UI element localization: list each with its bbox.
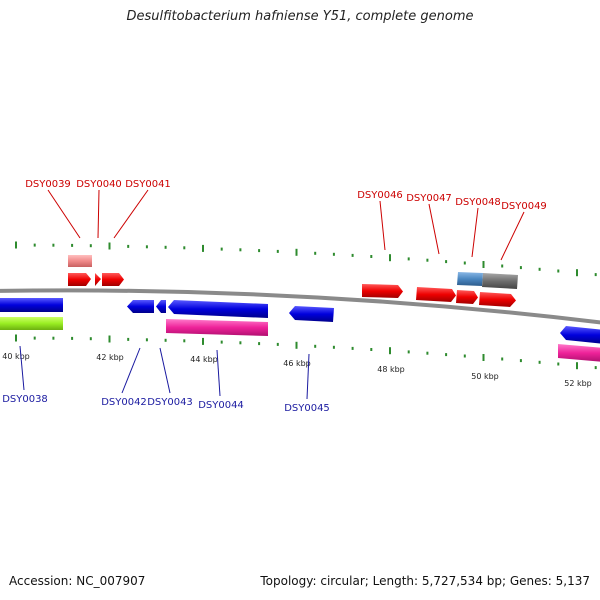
axis-label-46kbp: 46 kbp bbox=[283, 359, 311, 368]
genome-backbone bbox=[0, 288, 600, 325]
outer-tick-row bbox=[15, 241, 597, 277]
gene-label-dsy0045[interactable]: DSY0045 bbox=[284, 403, 330, 414]
reverse-strand-genes bbox=[0, 298, 600, 362]
gene-feature-dsy0040a[interactable] bbox=[68, 273, 91, 286]
gene-feature-dsy0045[interactable] bbox=[289, 306, 334, 322]
gene-label-dsy0048[interactable]: DSY0048 bbox=[455, 197, 501, 208]
gene-feature-dsy0038[interactable] bbox=[0, 298, 63, 312]
gene-label-dsy0041[interactable]: DSY0041 bbox=[125, 179, 171, 190]
gene-feature-right-magenta[interactable] bbox=[558, 344, 600, 362]
gene-feature-dsy0047[interactable] bbox=[416, 287, 456, 302]
gene-feature-dsy0038-rna[interactable] bbox=[0, 317, 63, 330]
axis-label-44kbp: 44 kbp bbox=[190, 355, 218, 364]
bottom-gene-labels: DSY0038 DSY0042 DSY0043 DSY0044 DSY0045 bbox=[2, 345, 330, 414]
gene-feature-dsy0043[interactable] bbox=[156, 300, 166, 313]
gene-feature-dsy0048[interactable] bbox=[456, 290, 478, 304]
gene-feature-dsy0041[interactable] bbox=[102, 273, 124, 286]
accession-text: Accession: NC_007907 bbox=[9, 574, 146, 588]
axis-labels: 40 kbp 42 kbp 44 kbp 46 kbp 48 kbp 50 kb… bbox=[2, 352, 592, 388]
gene-feature-right-blue[interactable] bbox=[560, 326, 600, 344]
forward-strand-genes bbox=[68, 255, 518, 307]
gene-feature-gray[interactable] bbox=[482, 273, 518, 289]
gene-label-dsy0049[interactable]: DSY0049 bbox=[501, 201, 547, 212]
gene-label-dsy0039[interactable]: DSY0039 bbox=[25, 179, 71, 190]
gene-feature-dsy0040b[interactable] bbox=[95, 273, 101, 286]
gene-label-dsy0040[interactable]: DSY0040 bbox=[76, 179, 122, 190]
axis-label-50kbp: 50 kbp bbox=[471, 372, 499, 381]
gene-label-dsy0046[interactable]: DSY0046 bbox=[357, 190, 403, 201]
axis-label-52kbp: 52 kbp bbox=[564, 379, 592, 388]
axis-label-48kbp: 48 kbp bbox=[377, 365, 405, 374]
inner-tick-row bbox=[15, 334, 597, 370]
gene-label-dsy0047[interactable]: DSY0047 bbox=[406, 193, 452, 204]
gene-feature-steel[interactable] bbox=[457, 272, 483, 286]
gene-label-dsy0044[interactable]: DSY0044 bbox=[198, 400, 244, 411]
gene-feature-dsy0042[interactable] bbox=[127, 300, 154, 313]
genome-summary-text: Topology: circular; Length: 5,727,534 bp… bbox=[260, 574, 590, 588]
top-gene-labels: DSY0039 DSY0040 DSY0041 DSY0046 DSY0047 … bbox=[25, 179, 547, 261]
gene-label-dsy0042[interactable]: DSY0042 bbox=[101, 397, 147, 408]
gene-feature-dsy0044[interactable] bbox=[168, 300, 268, 318]
map-title: Desulfitobacterium hafniense Y51, comple… bbox=[126, 9, 474, 24]
gene-label-dsy0038[interactable]: DSY0038 bbox=[2, 394, 48, 405]
gene-feature-dsy0049[interactable] bbox=[479, 292, 516, 307]
gene-label-dsy0043[interactable]: DSY0043 bbox=[147, 397, 193, 408]
gene-feature-dsy0039[interactable] bbox=[68, 255, 92, 267]
gene-feature-dsy0044-rna[interactable] bbox=[166, 319, 268, 336]
gene-feature-dsy0046[interactable] bbox=[362, 284, 403, 298]
axis-label-42kbp: 42 kbp bbox=[96, 353, 124, 362]
axis-label-40kbp: 40 kbp bbox=[2, 352, 30, 361]
